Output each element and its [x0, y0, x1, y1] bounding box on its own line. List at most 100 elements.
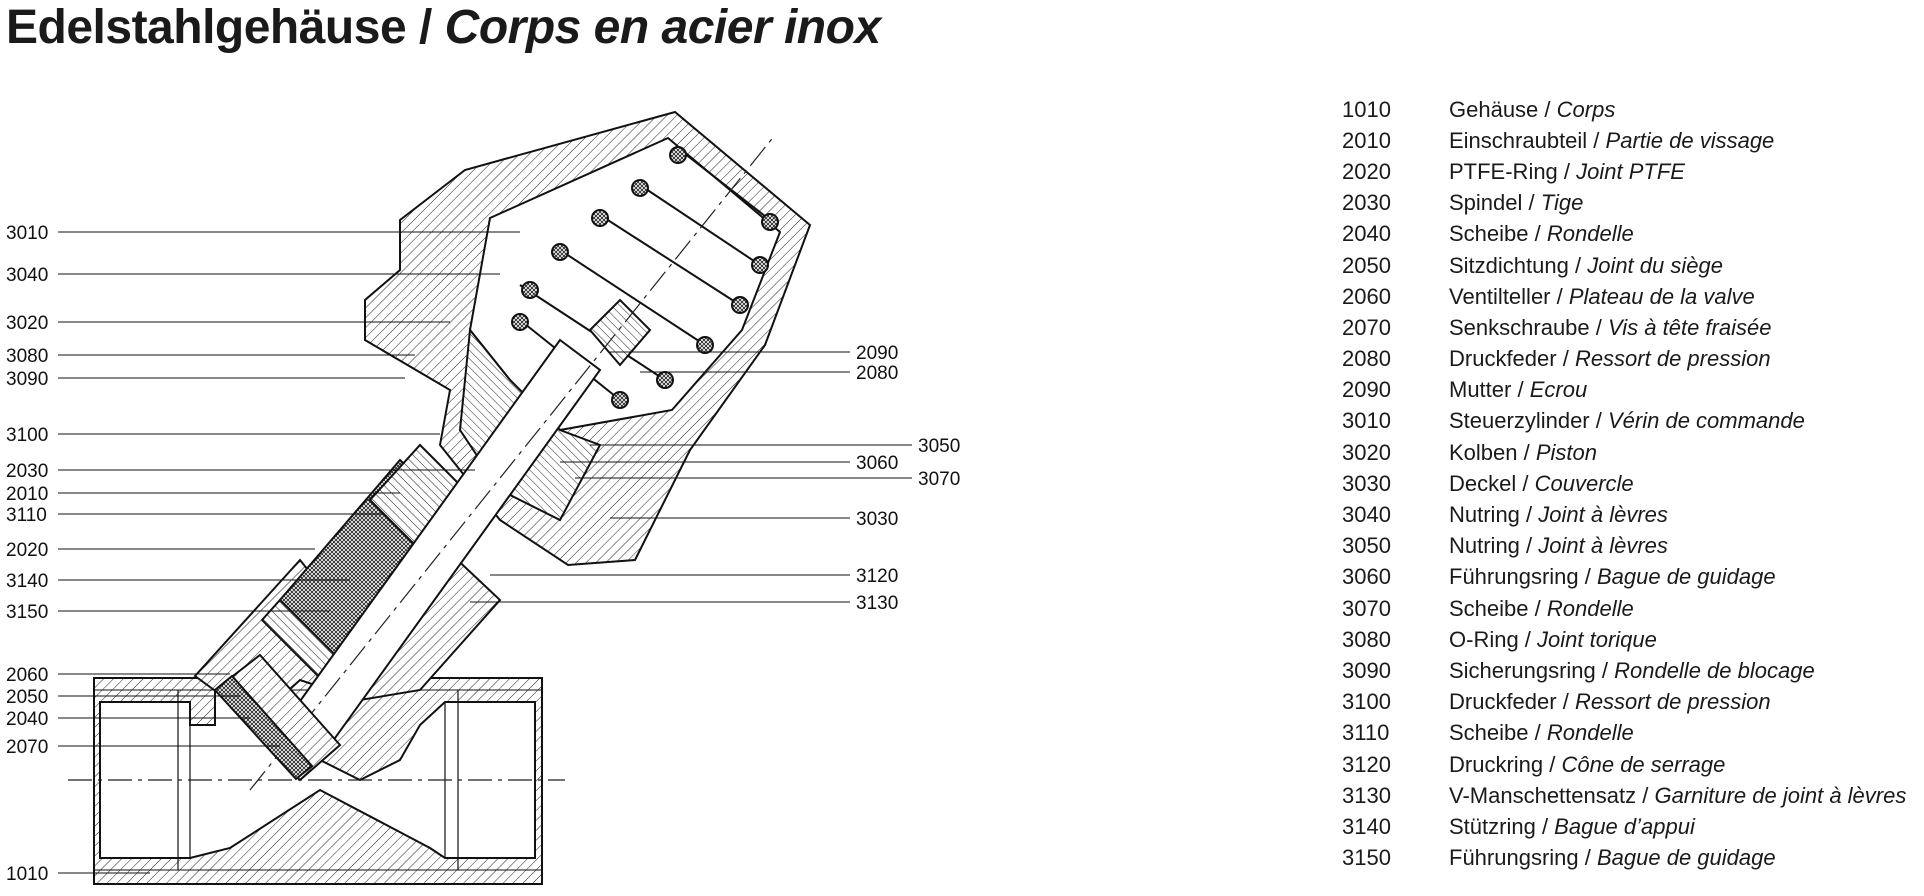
part-number: 2050 [1342, 252, 1391, 278]
part-name-german: Gehäuse [1449, 96, 1539, 122]
part-name-french: Rondelle de blocage [1614, 657, 1815, 683]
part-number: 1010 [1342, 96, 1391, 122]
callout-3080: 3080 [6, 346, 48, 367]
callout-3060: 3060 [856, 453, 898, 474]
part-name-separator: / [1517, 439, 1536, 465]
part-number: 2020 [1342, 158, 1391, 184]
part-number: 3140 [1342, 813, 1391, 839]
part-name-french: Rondelle [1546, 595, 1634, 621]
callout-2020: 2020 [6, 540, 48, 561]
part-name-separator: / [1578, 564, 1597, 590]
spindle-axis [249, 134, 776, 791]
part-name-german: Stützring [1449, 813, 1536, 839]
callout-3150: 3150 [6, 602, 48, 623]
part-name-german: Ventilteller [1449, 283, 1551, 309]
callout-2030: 2030 [6, 461, 48, 482]
part-name-german: Spindel [1449, 190, 1523, 216]
part-name-french: Bague de guidage [1596, 845, 1776, 871]
page-title: Edelstahlgehäuse / Corps en acier inox [6, 0, 881, 56]
callout-2040: 2040 [6, 709, 48, 730]
part-name-german: Einschraubteil [1449, 127, 1588, 153]
part-number: 3130 [1342, 782, 1391, 808]
part-name-separator: / [1528, 221, 1547, 247]
part-name-french: Bague de guidage [1596, 564, 1776, 590]
part-number: 2060 [1342, 283, 1391, 309]
callout-labels-right: 2090 2080 3050 3060 3070 3030 3120 3130 [856, 343, 960, 614]
part-name-french: Garniture de joint à lèvres [1654, 782, 1907, 808]
part-name-french: Vérin de commande [1607, 408, 1805, 434]
part-name-german: Druckfeder [1449, 689, 1557, 715]
part-number: 2010 [1342, 127, 1391, 153]
callout-3030: 3030 [856, 509, 898, 530]
title-separator: / [406, 1, 445, 54]
part-name-separator: / [1543, 751, 1562, 777]
part-number: 3060 [1342, 564, 1391, 590]
callout-2050: 2050 [6, 687, 48, 708]
part-name-german: Nutring [1449, 502, 1520, 528]
part-name-separator: / [1528, 720, 1547, 746]
callout-1010: 1010 [6, 864, 48, 885]
part-number: 3050 [1342, 533, 1391, 559]
callout-3120: 3120 [856, 566, 898, 587]
part-name-french: Joint à lèvres [1538, 533, 1668, 559]
part-name-german: Kolben [1449, 439, 1518, 465]
part-name-french: Bague d’appui [1554, 813, 1695, 839]
title-french: Corps en acier inox [444, 1, 881, 54]
callout-3140: 3140 [6, 571, 48, 592]
part-name-separator: / [1522, 190, 1541, 216]
callout-3040: 3040 [6, 265, 48, 286]
parts-list-item: 3150 Führungsring / Bague de guidage [1342, 843, 1922, 874]
callouts-left [58, 231, 520, 874]
part-name-french: Vis à tête fraisée [1608, 314, 1772, 340]
part-name-french: Corps [1556, 96, 1616, 122]
part-name-separator: / [1516, 470, 1535, 496]
part-name-separator: / [1511, 377, 1530, 403]
part-name-separator: / [1518, 626, 1538, 652]
part-name-german: Sitzdichtung [1449, 252, 1569, 278]
part-name-german: Sicherungsring [1449, 657, 1596, 683]
part-name-french: Ressort de pression [1574, 346, 1771, 372]
callout-2090: 2090 [856, 343, 898, 364]
part-number: 3080 [1342, 626, 1391, 652]
callout-3090: 3090 [6, 369, 48, 390]
part-name-separator: / [1519, 502, 1539, 528]
part-number: 3010 [1342, 408, 1391, 434]
part-number: 3150 [1342, 845, 1391, 871]
part-name-french: Partie de vissage [1605, 127, 1775, 153]
part-name-french: Joint torique [1537, 626, 1657, 652]
part-name-separator: / [1535, 813, 1555, 839]
part-number: 2090 [1342, 377, 1391, 403]
part-name-separator: / [1556, 346, 1575, 372]
part-name-german: Scheibe [1449, 595, 1529, 621]
part-name-german: Mutter [1449, 377, 1512, 403]
valve-cross-section-drawing: 3010 3040 3020 3080 3090 3100 2030 2010 … [6, 110, 960, 885]
part-name-separator: / [1578, 845, 1597, 871]
part-number: 3030 [1342, 470, 1391, 496]
callout-2060: 2060 [6, 665, 48, 686]
parts-list-item: 3140 Stützring / Bague d’appui [1342, 811, 1922, 842]
part-number: 3110 [1342, 720, 1390, 746]
part-name-separator: / [1589, 408, 1608, 434]
part-name-german: Druckfeder [1449, 346, 1557, 372]
part-name-french: Joint PTFE [1576, 158, 1685, 184]
part-name-german: Führungsring [1449, 845, 1579, 871]
part-name-german: Nutring [1449, 533, 1520, 559]
part-name-french: Rondelle [1546, 720, 1634, 746]
part-number: 2030 [1342, 190, 1391, 216]
